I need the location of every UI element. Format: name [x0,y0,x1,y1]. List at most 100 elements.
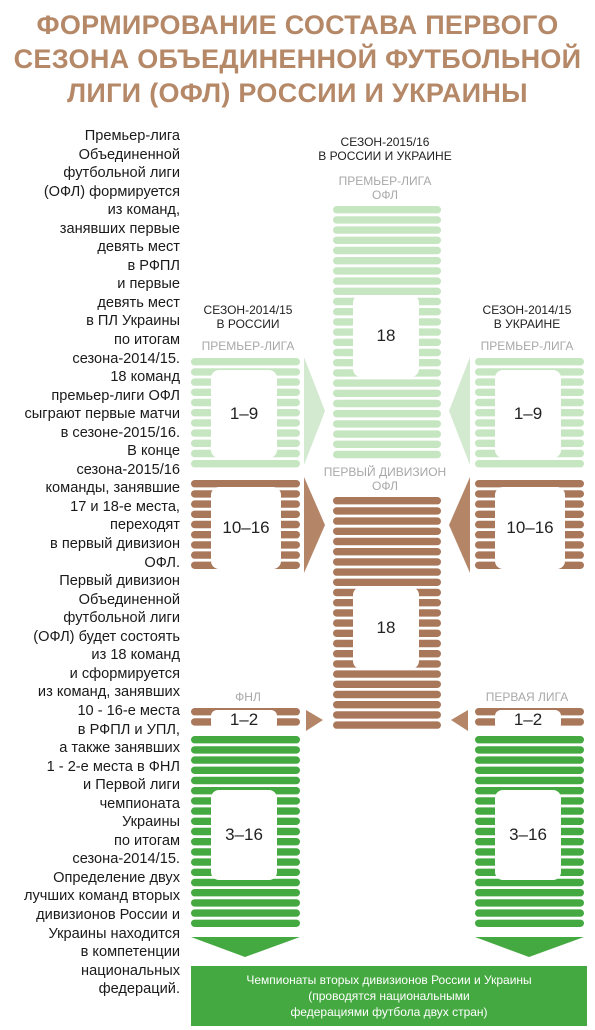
left-second-rest-stripe [191,766,300,774]
explanation-line: команды, занявшие [45,480,181,497]
explanation-line: Украины [122,814,180,831]
center-premier-stripe [333,450,441,459]
explanation-line: в РФПЛ и УПЛ, [77,721,180,738]
center-first-division-stripe [333,690,441,699]
explanation-line: Объединенной [78,146,180,163]
left-second-rest-stripe [191,776,300,785]
explanation-line: национальных [81,962,180,979]
explanation-line: 1 - 2-е места в ФНЛ [46,758,180,775]
right-second-rest-stripe [475,889,584,897]
explanation-line: (ОФЛ) формируется [43,183,180,200]
center-premier-stripe [333,226,441,234]
left-premier-mid-stripe [191,480,300,488]
center-premier-stripe [333,277,441,285]
right-second-rest-stripe [475,878,584,887]
explanation-line: Украины находится [48,925,180,942]
left-second-league-caption: ФНЛ [235,690,261,704]
explanation-line: Определение двух [53,869,180,886]
center-premier-stripe [333,206,441,214]
left-second-rest-stripe [191,909,300,917]
right-promotion-arrow-icon [451,710,468,731]
right-second-rest-stripe [475,899,584,907]
explanation-line: и сформируется [69,665,180,682]
title-line-1: ФОРМИРОВАНИЕ СОСТАВА ПЕРВОГО [36,10,559,40]
explanation-line: в РФПЛ [127,257,180,274]
page-title: ФОРМИРОВАНИЕ СОСТАВА ПЕРВОГО СЕЗОНА ОБЪЕ… [0,8,595,110]
right-premier-top-stripe [475,358,584,366]
explanation-line: по итогам [113,832,180,849]
center-first-division-stripe [333,548,441,556]
left-second-rest-stripe [191,746,300,754]
center-premier-stripe [333,257,441,265]
explanation-line: из 18 команд [91,647,180,664]
explanation-line: Объединенной [78,591,180,608]
left-season-caption: СЕЗОН-2014/15 В РОССИИ [203,303,293,331]
explanation-line: премьер-лиги ОФЛ [51,387,180,404]
explanation-line: девять мест [97,294,180,311]
center-first-division-stripe [333,558,441,566]
explanation-line: футбольной лиги [63,610,180,627]
center-premier-stripe [333,379,441,387]
right-second-league-caption: ПЕРВАЯ ЛИГА [485,690,569,704]
left-second-rest-stripe [191,878,300,887]
explanation-line: дивизионов России и [36,906,180,923]
center-premier-stripe [333,267,441,275]
left-promo-range: 1–2 [211,710,277,730]
explanation-line: чемпионата [99,795,180,812]
center-premier-caption: ПРЕМЬЕР-ЛИГА ОФЛ [338,174,432,202]
title-line-2: СЕЗОНА ОБЪЕДИНЕННОЙ ФУТБОЛЬНОЙ [13,44,582,74]
right-mid-range: 10–16 [495,487,565,569]
left-second-rest-stripe [191,736,300,744]
left-promotion-arrow-icon [306,710,323,731]
explanation-line: из команд, [107,202,180,219]
explanation-line: федераций. [98,981,180,998]
explanation-line: В конце [127,443,180,460]
left-rest-range: 3–16 [211,790,277,880]
explanation-line: (ОФЛ) будет состоять [33,628,180,645]
right-down-arrow-icon [475,937,584,957]
center-first-division-stripe [333,711,441,719]
right-premier-top-stripe [475,460,584,468]
right-second-rest-stripe [475,909,584,917]
right-second-rest-stripe [475,919,584,927]
explanation-line: и Первой лиги [83,777,180,794]
center-premier-stripe [333,236,441,244]
explanation-line: по итогам [113,332,180,349]
explanation-line: Премьер-лига [84,128,180,144]
right-rest-range: 3–16 [495,790,561,880]
center-first-division-stripe [333,568,441,576]
title-line-3: ЛИГИ (ОФЛ) РОССИИ И УКРАИНЫ [67,78,528,108]
left-second-rest-stripe [191,919,300,927]
center-season-caption: СЕЗОН-2015/16 В РОССИИ И УКРАИНЕ [318,135,452,163]
center-first-division-stripe [333,578,441,586]
center-first-division-stripe [333,721,441,729]
explanation-line: девять мест [97,239,180,256]
right-promo-range: 1–2 [495,710,561,730]
right-premier-caption: ПРЕМЬЕР-ЛИГА [480,339,574,353]
center-premier-stripe [333,246,441,255]
left-premier-top-stripe [191,358,300,366]
explanation-line: в сезоне-2015/16. [60,424,180,441]
right-second-rest-stripe [475,776,584,785]
right-premier-mid-stripe [475,480,584,488]
center-premier-count: 18 [353,295,419,377]
explanation-line: сезона-2014/15. [72,350,180,367]
explanation-line: 17 и 18-е места, [70,498,180,515]
left-second-rest-stripe [191,889,300,897]
center-first-division-stripe [333,680,441,688]
center-first-division-stripe [333,497,441,505]
center-premier-stripe [333,399,441,408]
explanation-line: и первые [117,276,180,293]
center-premier-stripe [333,420,441,428]
explanation-line: в ПЛ Украины [86,313,180,330]
explanation-line: ОФЛ. [144,554,180,571]
left-premier-caption: ПРЕМЬЕР-ЛИГА [201,339,295,353]
right-second-rest-stripe [475,746,584,754]
center-first-division-stripe [333,507,441,515]
right-second-rest-stripe [475,756,584,764]
explanation-line: Первый дивизион [59,573,180,590]
right-relegation-arrow-icon [449,477,470,573]
explanation-line: в первый дивизион [50,536,180,553]
left-premier-top-stripe [191,460,300,468]
